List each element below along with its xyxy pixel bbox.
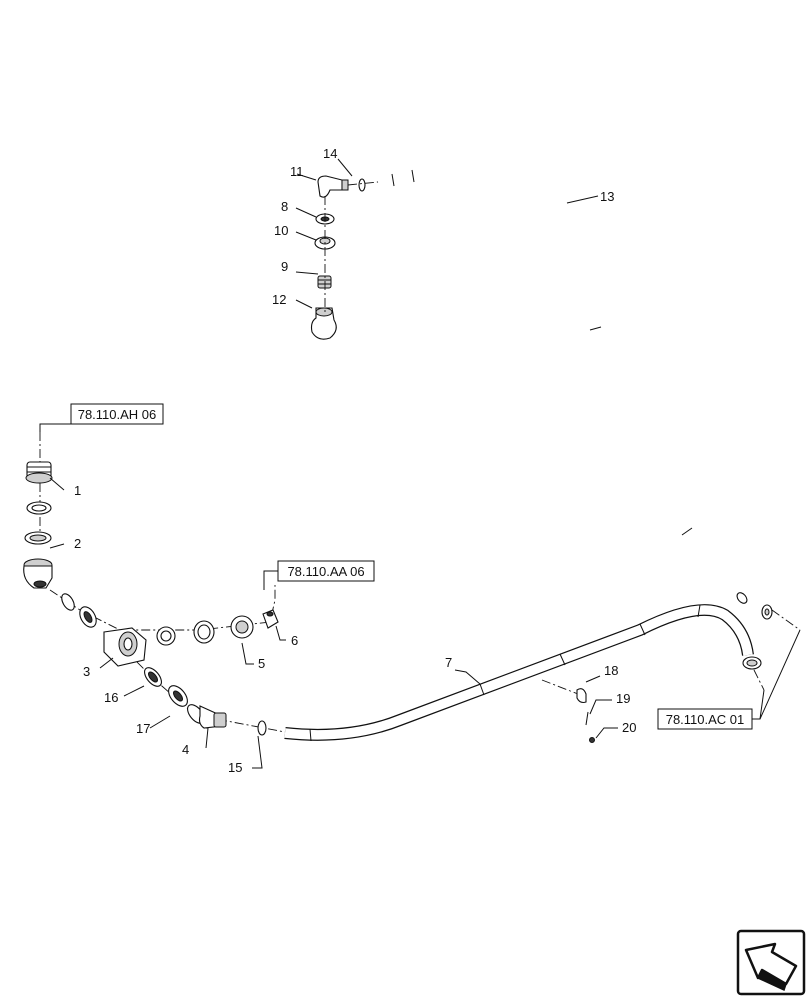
part-1b-ring[interactable]	[26, 501, 52, 515]
callout-5: 5	[258, 656, 265, 671]
callout-20: 20	[622, 720, 636, 735]
part-20-screw[interactable]	[589, 737, 595, 743]
callout-17: 17	[136, 721, 150, 736]
callout-7: 7	[445, 655, 452, 670]
part-6-fitting[interactable]	[262, 609, 279, 629]
part-14-clamp[interactable]	[358, 178, 366, 192]
callout-4: 4	[182, 742, 189, 757]
part-9-fitting[interactable]	[317, 275, 332, 289]
leader-aa06	[263, 570, 278, 590]
part-ring-c[interactable]	[156, 626, 176, 646]
callout-18: 18	[604, 663, 618, 678]
part-upper-hose-end-fitting[interactable]	[761, 604, 773, 620]
leader-ac01-b	[759, 689, 765, 720]
callout-15: 15	[228, 760, 242, 775]
navigation-arrow-icon[interactable]	[736, 929, 806, 996]
hose-13[interactable]	[377, 144, 749, 605]
part-1-fitting[interactable]	[25, 461, 53, 484]
axis-line-right-a	[771, 609, 801, 631]
reference-box-ah06[interactable]: 78.110.AH 06	[70, 403, 164, 425]
leader-ac01-a	[752, 629, 801, 720]
part-19-strap[interactable]	[585, 711, 589, 726]
part-2-elbow[interactable]	[23, 558, 53, 589]
callout-6: 6	[291, 633, 298, 648]
callout-12: 12	[272, 292, 286, 307]
hose-7[interactable]	[284, 604, 754, 742]
reference-aa06-label: 78.110.AA 06	[287, 564, 364, 579]
part-16-ring[interactable]	[141, 665, 164, 690]
reference-ac01-label: 78.110.AC 01	[666, 712, 745, 727]
callout-1: 1	[74, 483, 81, 498]
callout-numbers: 1 2 3 4 5 6 7 8 9 10 11 12 13 14 15 16 1…	[74, 146, 636, 775]
axis-line-clip	[541, 679, 579, 695]
leader-ah06	[39, 423, 71, 432]
reference-box-aa06[interactable]: 78.110.AA 06	[277, 560, 375, 582]
callout-19: 19	[616, 691, 630, 706]
part-17-ring[interactable]	[165, 682, 191, 709]
callout-14: 14	[323, 146, 337, 161]
callout-13: 13	[600, 189, 614, 204]
part-11-elbow[interactable]	[317, 175, 349, 198]
part-ring-a[interactable]	[59, 592, 77, 613]
part-5-nut[interactable]	[230, 615, 254, 639]
part-18-clip[interactable]	[576, 688, 587, 704]
callout-10: 10	[274, 223, 288, 238]
axis-line-right-b	[753, 669, 765, 691]
callout-3: 3	[83, 664, 90, 679]
part-15-clamp[interactable]	[257, 720, 267, 736]
part-1c-ring[interactable]	[24, 531, 52, 545]
axis-line-upper-h	[347, 181, 379, 186]
callout-16: 16	[104, 690, 118, 705]
part-hose-end-fitting[interactable]	[742, 656, 762, 670]
part-4-elbow[interactable]	[184, 702, 227, 729]
callout-8: 8	[281, 199, 288, 214]
reference-ah06-label: 78.110.AH 06	[78, 407, 157, 422]
reference-box-ac01[interactable]: 78.110.AC 01	[657, 708, 753, 730]
part-3-valve[interactable]	[103, 627, 147, 667]
callout-11: 11	[290, 164, 304, 179]
part-ring-d[interactable]	[193, 620, 215, 644]
callout-leaders	[49, 158, 618, 769]
part-ring-b[interactable]	[76, 604, 99, 630]
callout-9: 9	[281, 259, 288, 274]
part-12-tee[interactable]	[310, 307, 337, 340]
callout-2: 2	[74, 536, 81, 551]
